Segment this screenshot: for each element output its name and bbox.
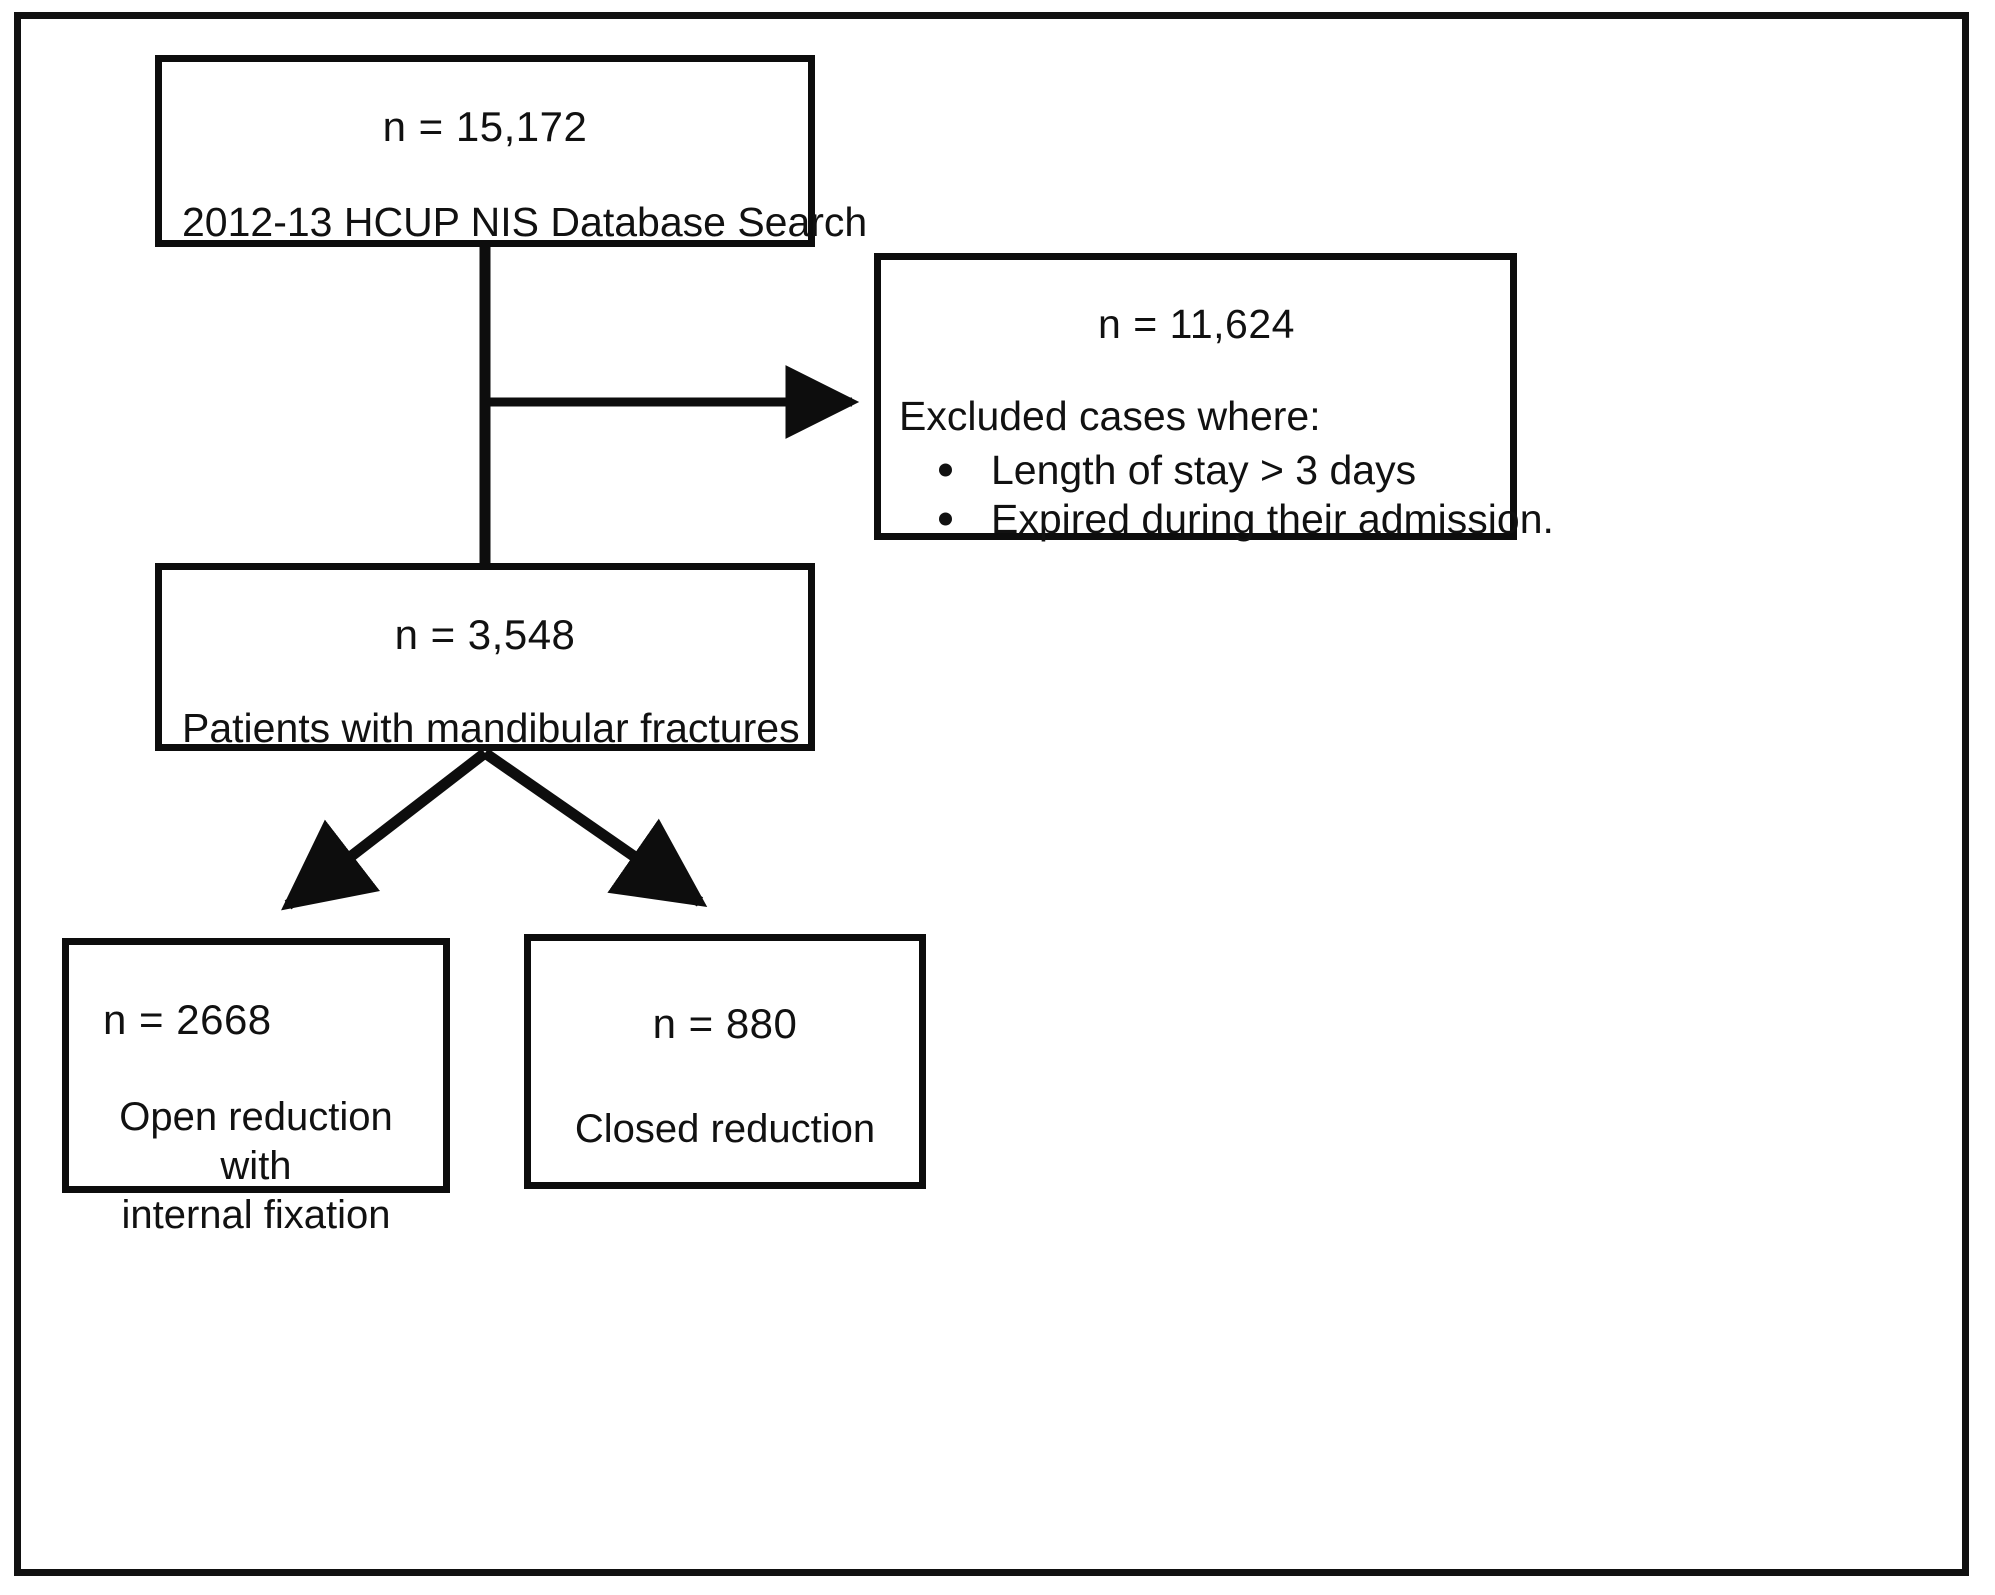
node-excluded-title: Excluded cases where: [899, 393, 1321, 440]
bullet-icon [939, 463, 952, 477]
list-item: Expired during their admission. [933, 495, 1554, 543]
connector-cohort-to-closed [481, 748, 708, 908]
node-mandibular-fracture-cohort: n = 3,548 Patients with mandibular fract… [155, 563, 815, 751]
node-closed-description: Closed reduction [574, 1107, 876, 1152]
node-open-reduction-internal-fixation: n = 2668 Open reduction with internal fi… [62, 938, 450, 1237]
node-search-count: n = 15,172 [382, 103, 588, 150]
node-orif-description-line2: internal fixation [121, 1192, 391, 1237]
node-search-description: 2012-13 HCUP NIS Database Search [182, 199, 868, 246]
excluded-criterion-text: Length of stay > 3 days [991, 447, 1417, 494]
node-cohort-count: n = 3,548 [394, 611, 576, 658]
node-cohort-description: Patients with mandibular fractures [182, 705, 800, 752]
node-closed-count: n = 880 [652, 1000, 798, 1047]
excluded-criterion-text: Expired during their admission. [991, 495, 1554, 542]
node-orif-description: Open reduction with internal fixation [85, 1093, 427, 1239]
node-excluded-count: n = 11,624 [1098, 301, 1295, 347]
node-excluded-cases: n = 11,624 Excluded cases where: Length … [874, 253, 1554, 543]
node-orif-description-line1: Open reduction with [119, 1095, 393, 1188]
excluded-criteria-list: Length of stay > 3 days Expired during t… [899, 446, 1554, 543]
list-item: Length of stay > 3 days [933, 446, 1494, 494]
node-closed-reduction: n = 880 Closed reduction [524, 934, 926, 1189]
node-database-search: n = 15,172 2012-13 HCUP NIS Database Sea… [155, 55, 868, 247]
node-orif-count: n = 2668 [103, 996, 272, 1043]
bullet-icon [939, 512, 952, 526]
connector-cohort-to-orif [281, 748, 489, 911]
